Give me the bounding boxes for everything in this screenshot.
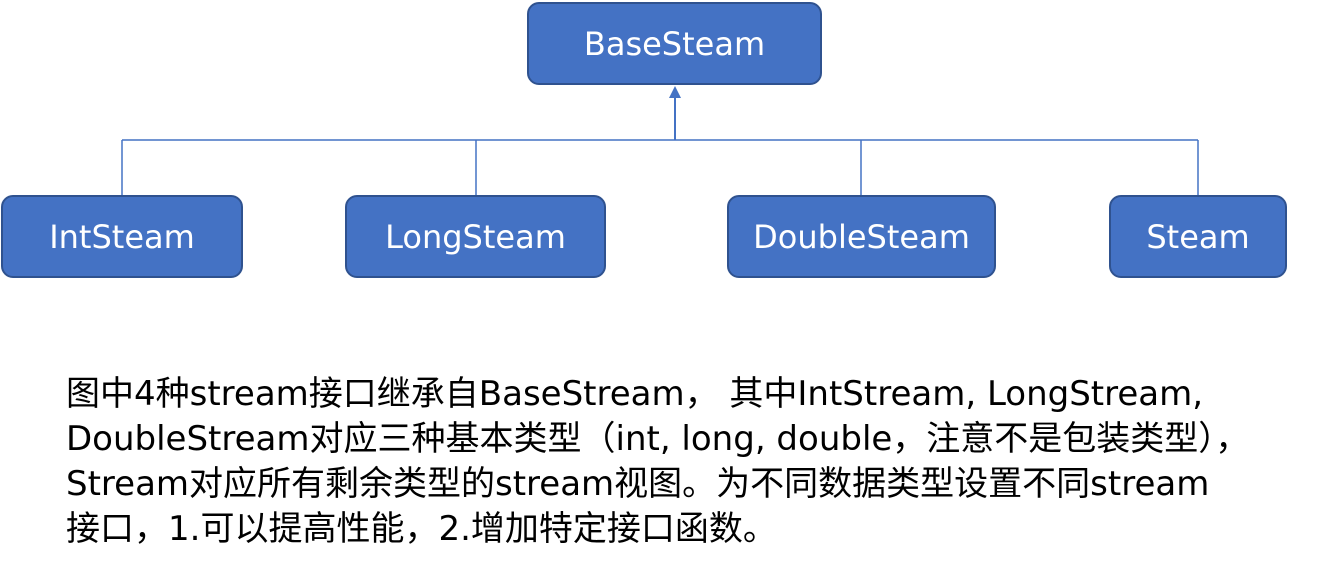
caption-text: 图中4种stream接口继承自BaseStream， 其中IntStream, …	[66, 372, 1316, 552]
caption-line: Stream对应所有剩余类型的stream视图。为不同数据类型设置不同strea…	[66, 464, 1210, 504]
caption-line: 接口，1.可以提高性能，2.增加特定接口函数。	[66, 509, 777, 549]
node-steam: Steam	[1109, 195, 1287, 278]
caption-line: DoubleStream对应三种基本类型（int, long, double，注…	[66, 419, 1250, 459]
node-intsteam: IntSteam	[1, 195, 243, 278]
caption-line: 图中4种stream接口继承自BaseStream， 其中IntStream, …	[66, 374, 1204, 414]
node-longsteam: LongSteam	[345, 195, 606, 278]
node-basesteam: BaseSteam	[527, 2, 822, 85]
inheritance-arrowhead	[669, 86, 681, 98]
node-doublesteam: DoubleSteam	[727, 195, 996, 278]
